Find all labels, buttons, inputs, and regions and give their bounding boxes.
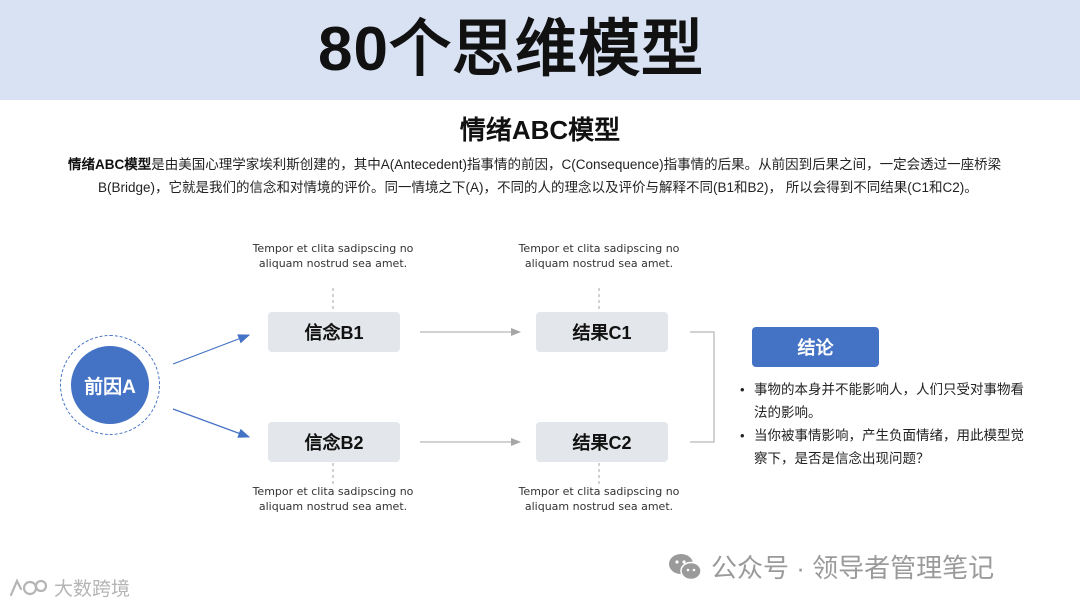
wechat-watermark: 公众号 · 领导者管理笔记 xyxy=(667,548,994,585)
result-c1-node: 结果C1 xyxy=(536,312,668,352)
watermark-text: 公众号 · 领导者管理笔记 xyxy=(711,553,995,583)
conclusion-point: 事物的本身并不能影响人，人们只受对事物看法的影响。 xyxy=(740,378,1030,424)
note-c2: Tempor et clita sadipscing no aliquam no… xyxy=(518,485,680,513)
intro-paragraph: 情绪ABC模型是由美国心理学家埃利斯创建的，其中A(Antecedent)指事情… xyxy=(68,153,1028,199)
brand-text: 大数跨境 xyxy=(54,579,131,600)
arrow-a-to-b1 xyxy=(172,334,251,365)
brand-watermark: 大数跨境 xyxy=(8,574,130,601)
conclusion-title: 结论 xyxy=(752,327,879,367)
intro-bold-term: 情绪ABC模型 xyxy=(68,157,152,172)
conclusion-list: 事物的本身并不能影响人，人们只受对事物看法的影响。 当你被事情影响，产生负面情绪… xyxy=(740,378,1030,470)
cause-node: 前因A xyxy=(71,346,149,424)
belief-b1-node: 信念B1 xyxy=(268,312,400,352)
note-b1: Tempor et clita sadipscing no aliquam no… xyxy=(252,242,414,270)
result-c2-node: 结果C2 xyxy=(536,422,668,462)
note-c1: Tempor et clita sadipscing no aliquam no… xyxy=(518,242,680,270)
model-title: 情绪ABC模型 xyxy=(459,115,621,145)
wechat-icon xyxy=(669,553,702,580)
page-title: 80个思维模型 xyxy=(318,15,704,84)
intro-text-1: 是由美国心理学家埃利斯创建的，其中A(Antecedent)指事情的前因，C(C… xyxy=(151,157,1002,172)
belief-b2-node: 信念B2 xyxy=(268,422,400,462)
bracket-results xyxy=(690,331,715,443)
note-b2: Tempor et clita sadipscing no aliquam no… xyxy=(252,485,414,513)
arrow-a-to-b2 xyxy=(172,408,251,438)
intro-text-2: B(Bridge)，它就是我们的信念和对情境的评价。同一情境之下(A)，不同的人… xyxy=(98,180,978,195)
conclusion-point: 当你被事情影响，产生负面情绪，用此模型觉察下，是否是信念出现问题？ xyxy=(740,424,1030,470)
brand-logo-icon xyxy=(9,577,48,596)
header-band xyxy=(0,0,1080,100)
